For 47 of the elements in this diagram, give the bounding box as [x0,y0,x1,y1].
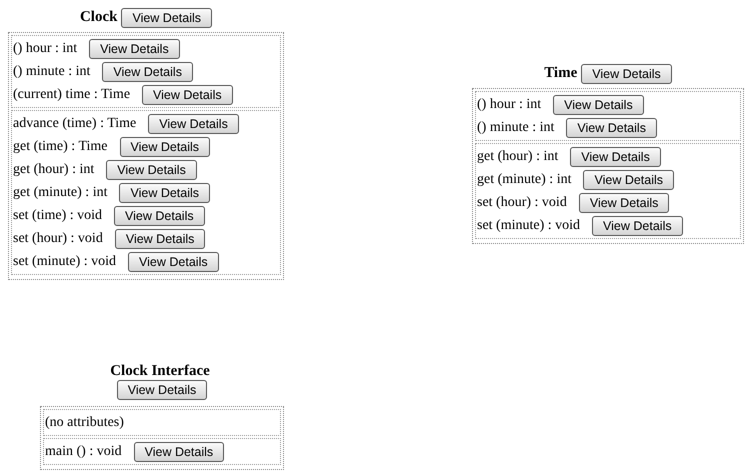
member-text: get (hour) : int [12,162,94,178]
view-details-button: View Details [148,114,239,134]
member-text: (current) time : Time [12,86,130,102]
view-details-button: View Details [553,94,644,114]
member-text: () hour : int [476,96,542,112]
view-details-button: View Details [89,38,180,58]
member-text: set (hour) : void [12,230,103,246]
view-details-button: View Details [116,380,208,400]
member-compartment [11,35,281,108]
view-details-button: View Details [114,206,205,226]
member-text: set (hour) : void [476,194,567,210]
view-details-button: View Details [578,192,670,212]
class-name: Time [544,65,578,82]
class-name: Clock Interface [110,363,210,379]
member-text: set (minute) : void [12,254,116,270]
member-text: () minute : int [12,64,90,80]
member-text: (no attributes) [44,414,124,430]
view-details-button: View Details [120,136,210,156]
view-details-button: View Details [142,84,233,104]
view-details-button: View Details [592,216,683,236]
view-details-button: View Details [121,8,212,28]
member-compartment [475,91,741,141]
view-details-button: View Details [581,64,672,84]
member-text: get (minute) : int [12,184,108,200]
class-name: Clock [80,9,118,26]
member-compartment [475,143,741,239]
view-details-button: View Details [570,146,661,166]
view-details-button: View Details [583,170,674,190]
view-details-button: View Details [114,228,206,248]
member-text: get (hour) : int [476,148,558,164]
member-compartment [43,438,281,465]
view-details-button: View Details [134,442,224,462]
view-details-button: View Details [128,252,219,272]
view-details-button: View Details [566,118,657,138]
member-text: set (time) : void [12,208,102,224]
member-text: get (minute) : int [476,172,572,188]
empty-compartment [43,409,281,436]
member-text: get (time) : Time [12,138,108,154]
view-details-button: View Details [119,182,210,202]
member-text: advance (time) : Time [12,116,136,132]
view-details-button: View Details [106,160,197,180]
view-details-button: View Details [102,62,193,82]
member-text: set (minute) : void [476,218,580,234]
member-text: () hour : int [12,40,78,56]
member-text: () minute : int [476,120,554,136]
member-text: main () : void [44,444,122,460]
member-compartment [11,110,281,275]
